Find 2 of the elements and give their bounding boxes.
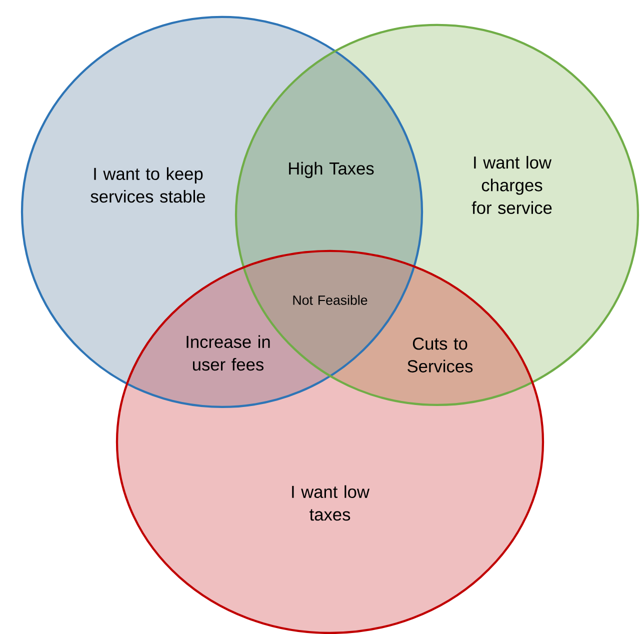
region-label: High Taxes	[289, 162, 374, 178]
region-label: Not Feasible	[293, 295, 368, 305]
